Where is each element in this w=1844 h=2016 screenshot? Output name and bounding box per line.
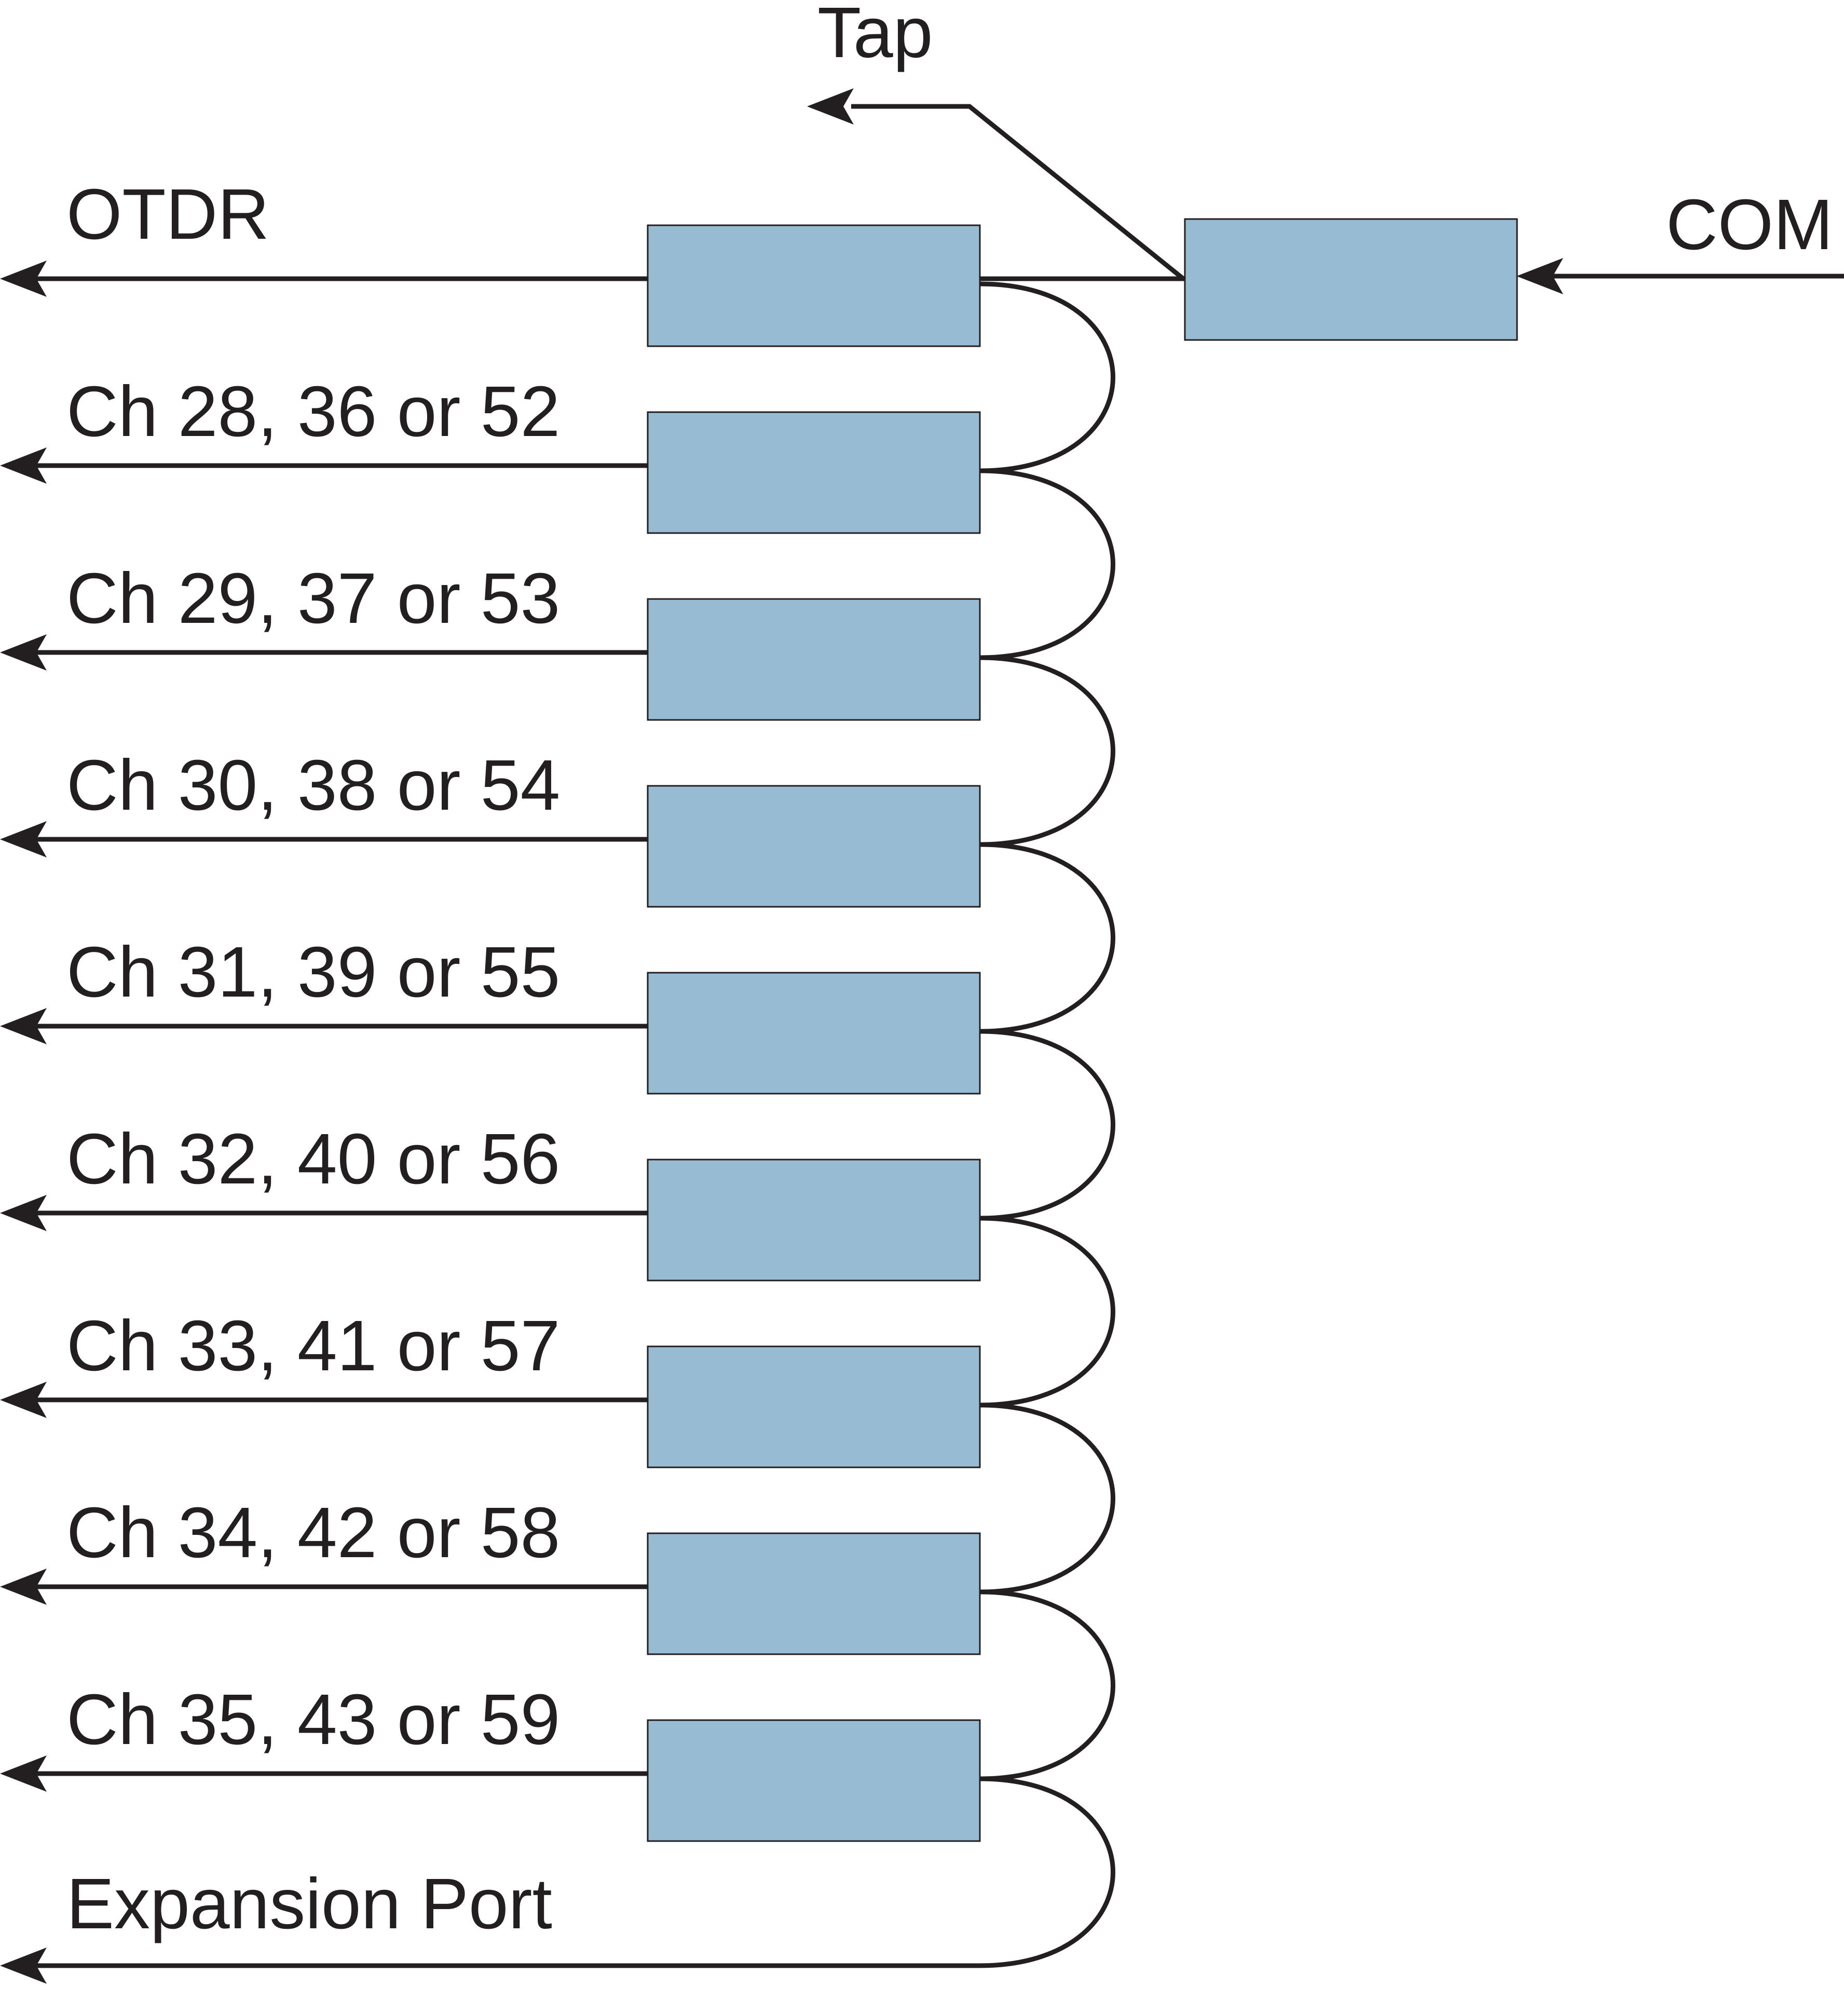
otdr-arrowhead [0, 261, 47, 297]
loop-fibre [979, 468, 1115, 660]
channel-row: Ch 34, 42 or 58 [0, 1493, 981, 1655]
channel-row: Ch 32, 40 or 56 [0, 1119, 981, 1282]
loop-fibre [979, 1776, 1115, 1968]
channel-arrowhead [0, 1195, 47, 1231]
channel-label: Ch 29, 37 or 53 [66, 559, 560, 638]
channel-filter-box [647, 972, 981, 1095]
channel-rows: Ch 28, 36 or 52 Ch 29, 37 or 53 Ch 30, 3… [0, 372, 981, 1842]
channel-label: Ch 35, 43 or 59 [66, 1680, 560, 1760]
channel-filter-box [647, 785, 981, 908]
com-arrowhead [1517, 258, 1563, 294]
loop-fibre [979, 1589, 1115, 1781]
channel-filter-box [647, 1159, 981, 1282]
loop-fibres [979, 281, 1115, 1968]
channel-arrowhead [0, 1755, 47, 1792]
channel-row: Ch 33, 41 or 57 [0, 1306, 981, 1468]
loop-fibre [979, 281, 1115, 473]
loop-fibre [979, 1216, 1115, 1408]
channel-row: Ch 30, 38 or 54 [0, 745, 981, 908]
tap-wire [851, 104, 1185, 281]
loop-fibre [979, 655, 1115, 847]
channel-row: Ch 35, 43 or 59 [0, 1680, 981, 1842]
channel-row: Ch 29, 37 or 53 [0, 559, 981, 721]
channel-label: Ch 28, 36 or 52 [66, 372, 560, 452]
tap-label: Tap [817, 0, 933, 73]
tap-arrowhead [807, 88, 854, 125]
expansion-label: Expansion Port [66, 1864, 552, 1944]
channel-arrowhead [0, 821, 47, 857]
channel-row: Ch 28, 36 or 52 [0, 372, 981, 534]
loop-fibre [979, 1402, 1115, 1595]
channel-arrowhead [0, 447, 47, 484]
channel-arrowhead [0, 634, 47, 671]
otdr-row: OTDR [0, 174, 981, 347]
loop-fibre [979, 842, 1115, 1034]
channel-label: Ch 32, 40 or 56 [66, 1119, 560, 1199]
loop-fibre [979, 1029, 1115, 1221]
channel-filter-box [647, 411, 981, 534]
com-input: COM [1517, 185, 1844, 294]
com-filter-box [1184, 218, 1518, 341]
otdr-filter-box [647, 224, 981, 347]
channel-label: Ch 31, 39 or 55 [66, 932, 560, 1012]
otdr-label: OTDR [66, 174, 269, 254]
channel-row: Ch 31, 39 or 55 [0, 932, 981, 1095]
channel-filter-box [647, 1345, 981, 1468]
com-label: COM [1666, 185, 1833, 265]
channel-label: Ch 33, 41 or 57 [66, 1306, 560, 1386]
channel-arrowhead [0, 1569, 47, 1605]
tap-branch: Tap [807, 0, 1185, 281]
channel-label: Ch 34, 42 or 58 [66, 1493, 560, 1573]
channel-label: Ch 30, 38 or 54 [66, 745, 560, 825]
channel-arrowhead [0, 1008, 47, 1044]
expansion-arrowhead [0, 1947, 47, 1984]
expansion-row: Expansion Port [0, 1864, 980, 1984]
channel-filter-box [647, 1532, 981, 1655]
channel-filter-box [647, 1719, 981, 1842]
channel-filter-box [647, 598, 981, 721]
channel-arrowhead [0, 1382, 47, 1418]
